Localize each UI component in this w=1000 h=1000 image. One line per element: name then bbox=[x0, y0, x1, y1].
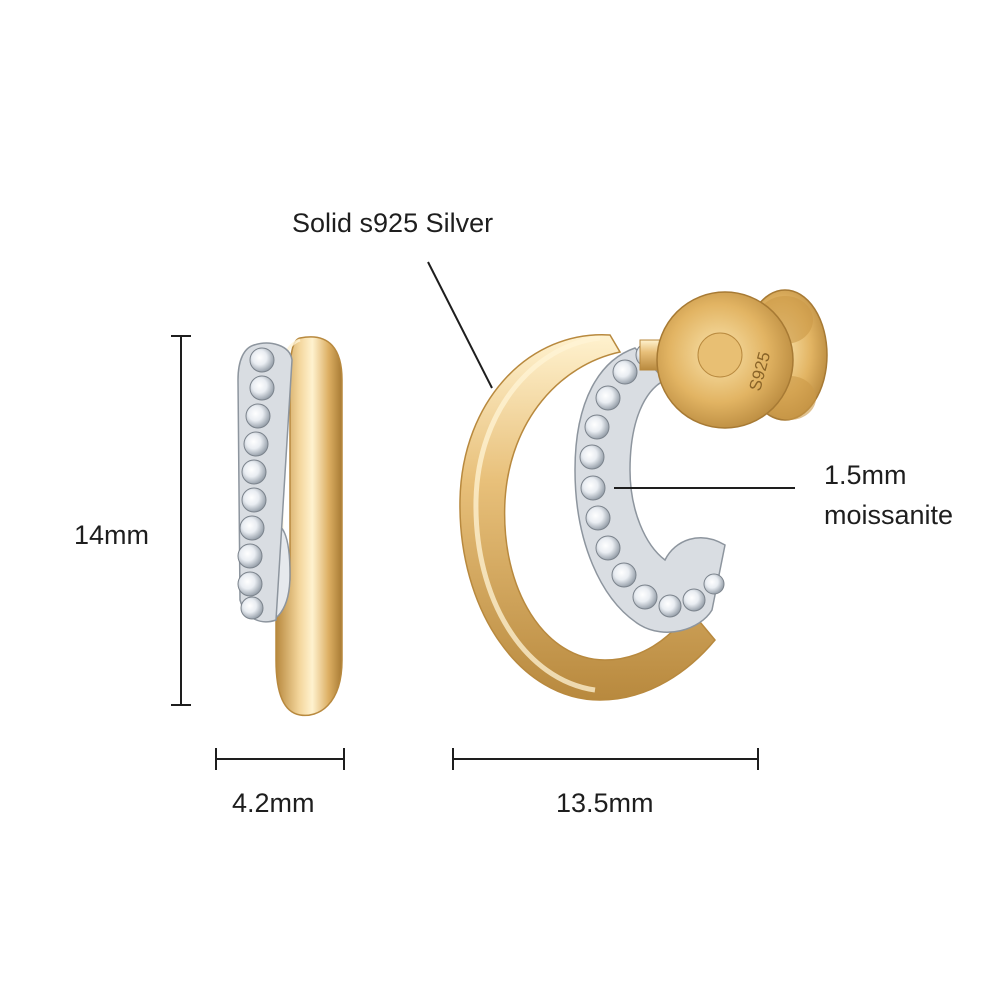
stone-type-label: moissanite bbox=[824, 500, 954, 530]
stone-size-label: 1.5mm bbox=[824, 460, 907, 490]
front-width-dimension-line bbox=[452, 748, 759, 770]
side-width-dimension-line bbox=[215, 748, 345, 770]
side-width-label: 4.2mm bbox=[232, 788, 315, 818]
material-label: Solid s925 Silver bbox=[292, 208, 494, 238]
front-view-earring: S925 bbox=[459, 289, 828, 701]
material-pointer-line bbox=[427, 261, 493, 389]
stone-label: 1.5mm moissanite bbox=[824, 455, 953, 535]
height-label: 14mm bbox=[74, 520, 150, 550]
front-width-label: 13.5mm bbox=[556, 788, 654, 818]
height-dimension-line bbox=[171, 335, 191, 706]
side-view-earring bbox=[237, 336, 343, 717]
side-stone-row bbox=[237, 347, 275, 620]
